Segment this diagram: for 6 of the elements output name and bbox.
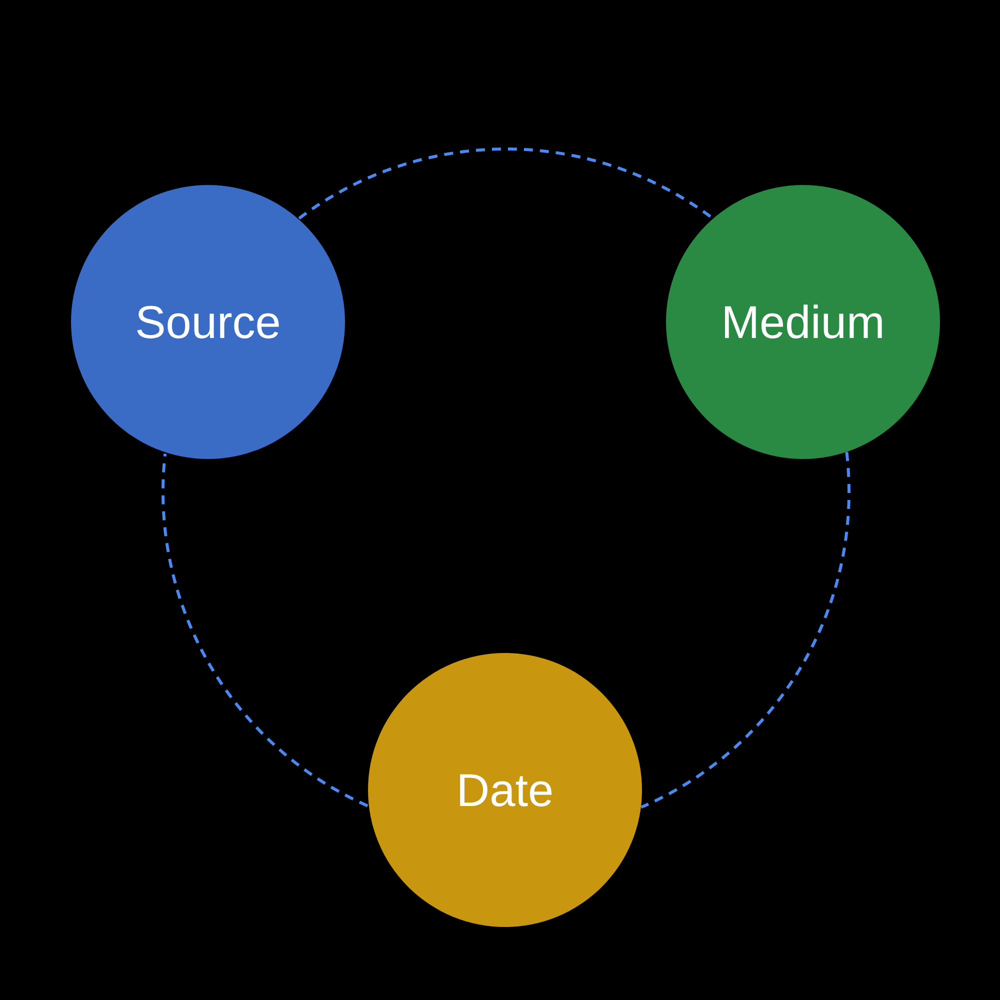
node-label: Date [456, 763, 554, 817]
dashed-connector [640, 452, 850, 809]
dashed-connector [162, 454, 368, 808]
dashed-connector [298, 148, 714, 220]
node-label: Source [135, 295, 281, 349]
node-label: Medium [721, 295, 885, 349]
